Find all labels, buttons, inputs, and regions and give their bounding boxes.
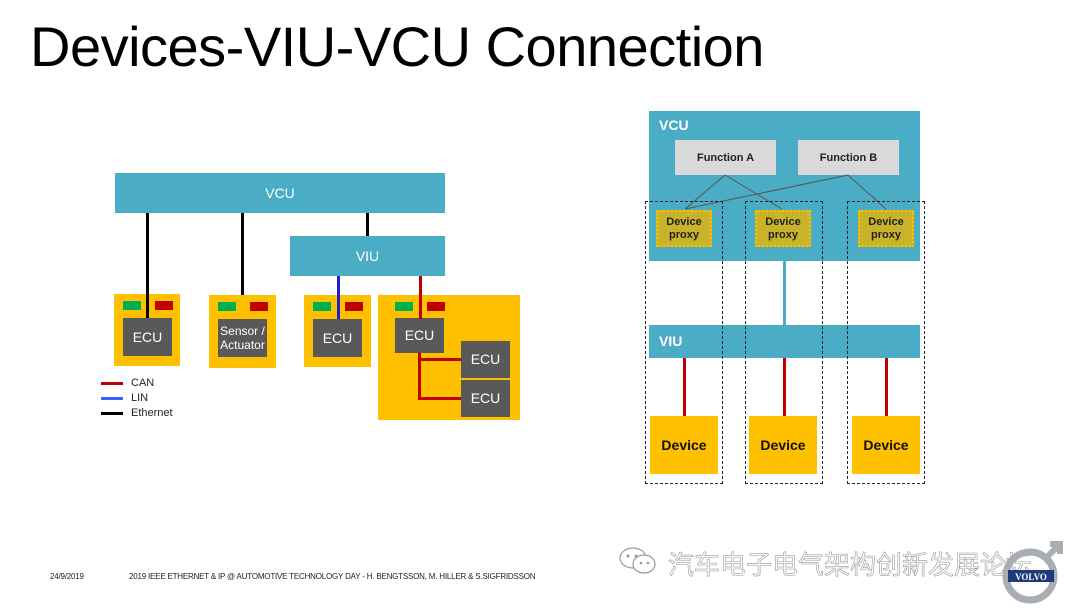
can-wire-branch-1 (418, 358, 462, 361)
link-fb-proxy3 (847, 174, 887, 210)
viu-title: VIU (659, 333, 683, 349)
watermark-text: 汽车电子电气架构创新发展论坛 (668, 551, 1033, 582)
ecu-box: ECU (313, 319, 362, 357)
viu-bar: VIU (290, 236, 445, 276)
can-wire-down (418, 350, 421, 400)
device-box-3: Device (852, 416, 920, 474)
device-group-boundary-1 (645, 201, 723, 484)
function-b-box: Function B (798, 140, 899, 175)
can-wire-device-3 (885, 358, 888, 416)
viu-bar-right: VIU (649, 325, 920, 358)
sensor-actuator-unit: Sensor / Actuator (209, 295, 276, 368)
status-led-green (313, 302, 331, 311)
status-led-red (427, 302, 445, 311)
ethernet-wire-sensor (241, 213, 244, 295)
vcu-title: VCU (659, 117, 689, 133)
ecu-unit-1: ECU (114, 294, 180, 366)
link-fa-proxy2 (724, 174, 783, 210)
function-a-box: Function A (675, 140, 776, 175)
sensor-actuator-box: Sensor / Actuator (218, 319, 267, 357)
volvo-logo-text: VOLVO (1015, 572, 1047, 582)
legend-ethernet-label: Ethernet (131, 407, 173, 419)
sub-ecu-box: ECU (461, 380, 510, 417)
can-wire-device-1 (683, 358, 686, 416)
vcu-block: VCU Function A Function B Device proxy D… (649, 111, 920, 261)
ecu-box: ECU (123, 318, 172, 356)
viu-label: VIU (355, 248, 380, 264)
legend-ethernet-line (101, 412, 123, 415)
device-box-2: Device (749, 416, 817, 474)
status-led-green (218, 302, 236, 311)
device-group-boundary-3 (847, 201, 925, 484)
legend-can-line (101, 382, 123, 385)
footer-date: 24/9/2019 (50, 572, 84, 581)
can-wire-top (419, 295, 422, 319)
ethernet-wire-viu (366, 213, 369, 237)
link-fb-proxy1 (684, 174, 849, 210)
legend-lin-label: LIN (131, 392, 149, 404)
vcu-viu-link (783, 261, 786, 325)
wechat-icon (618, 545, 658, 577)
sub-ecu-box: ECU (461, 341, 510, 378)
ethernet-wire-ecu1 (146, 213, 149, 313)
device-proxy-2: Device proxy (755, 210, 811, 247)
legend-lin-line (101, 397, 123, 400)
legend-can-label: CAN (131, 377, 155, 389)
lin-wire-top (337, 295, 340, 319)
device-group-boundary-2 (745, 201, 823, 484)
vcu-label: VCU (265, 185, 295, 201)
ecu-unit-lin: ECU (304, 295, 371, 367)
ethernet-wire-ecu1-top (146, 294, 149, 318)
vcu-bar: VCU (115, 173, 445, 213)
status-led-green (123, 301, 141, 310)
volvo-logo: VOLVO (1000, 540, 1070, 606)
ecu-cluster-can: ECU ECU ECU (378, 295, 520, 420)
device-proxy-3: Device proxy (858, 210, 914, 247)
link-fa-proxy1 (684, 174, 726, 210)
status-led-green (395, 302, 413, 311)
status-led-red (345, 302, 363, 311)
can-wire-branch-2 (418, 397, 462, 400)
can-wire-device-2 (783, 358, 786, 416)
status-led-red (155, 301, 173, 310)
ecu-box: ECU (395, 318, 444, 353)
device-box-1: Device (650, 416, 718, 474)
status-led-red (250, 302, 268, 311)
slide-title: Devices-VIU-VCU Connection (30, 15, 764, 78)
footer-event: 2019 IEEE ETHERNET & IP @ AUTOMOTIVE TEC… (129, 572, 536, 581)
device-proxy-1: Device proxy (656, 210, 712, 247)
